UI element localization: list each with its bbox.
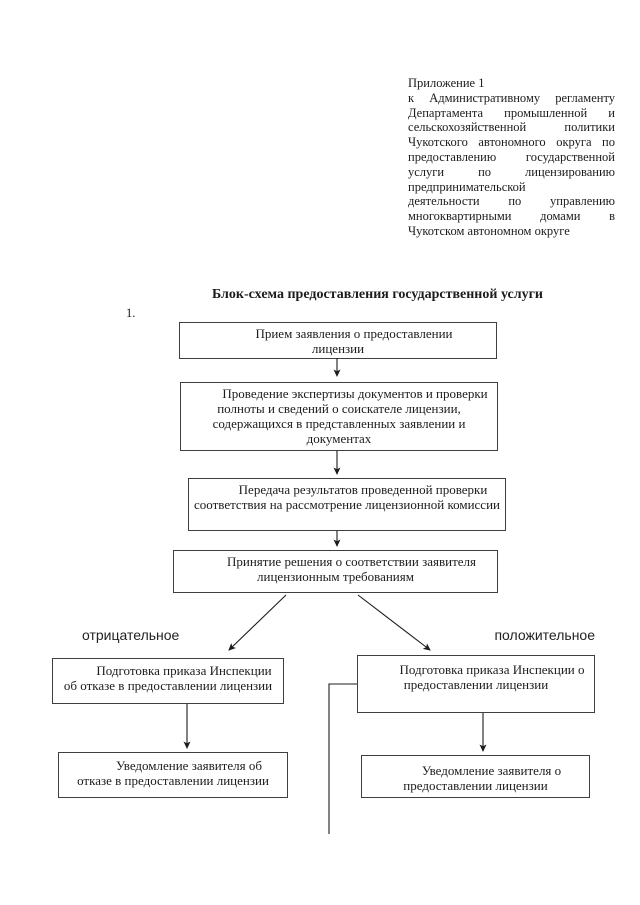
box-order-grant: Подготовка приказа Инспекции о предостав… <box>357 655 595 713</box>
appendix-header-line: многоквартирными домами в <box>408 209 615 224</box>
section-number: 1. <box>126 306 136 320</box>
branch-label-negative: отрицательное <box>82 627 180 643</box>
appendix-header-line: Приложение 1 <box>408 76 485 90</box>
branch-label-positive: положительное <box>494 627 595 643</box>
appendix-header-line: Чукотского автономного округа по <box>408 135 615 150</box>
flowchart-title: Блок-схема предоставления государственно… <box>211 287 544 302</box>
appendix-header-line: предпринимательской <box>408 179 526 194</box>
box-reception: Прием заявления о предоставлении лицензи… <box>179 322 497 359</box>
box-transfer: Передача результатов проведенной проверк… <box>188 478 506 531</box>
box-expertise: Проведение экспертизы документов и прове… <box>180 382 498 451</box>
box-decision: Принятие решения о соответствии заявител… <box>173 550 498 593</box>
appendix-header-line: к Административному регламенту <box>408 90 615 105</box>
box-notify-refusal: Уведомление заявителя об отказе в предос… <box>58 752 288 798</box>
appendix-header-line: деятельности по управлению <box>408 194 615 209</box>
connector-grant-continuation <box>328 683 357 834</box>
arrow-decision-positive <box>357 594 431 651</box>
appendix-header: Приложение 1 к Административному регламе… <box>408 76 615 239</box>
box-order-refusal: Подготовка приказа Инспекции об отказе в… <box>52 658 284 704</box>
appendix-header-line: Чукотском автономном округе <box>408 223 570 238</box>
box-notify-grant: Уведомление заявителя о предоставлении л… <box>361 755 590 798</box>
arrow-decision-negative <box>228 594 287 651</box>
appendix-header-line: услуги по лицензированию <box>408 164 615 179</box>
appendix-header-line: предоставлению государственной <box>408 149 615 164</box>
appendix-header-line: сельскохозяйственной политики <box>408 120 615 135</box>
appendix-header-line: Департамента промышленной и <box>408 105 615 120</box>
